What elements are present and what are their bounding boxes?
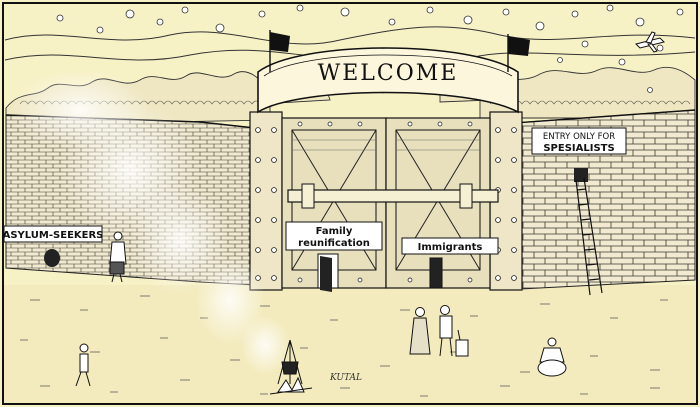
- campfire: [269, 339, 313, 395]
- asylum-sign: ASYLUM-SEEKERS: [3, 225, 104, 243]
- person-at-hole: [109, 231, 127, 283]
- immigrant-couple: [409, 305, 469, 357]
- immigrants-sign-text: Immigrants: [418, 242, 483, 253]
- asylum-sign-text: ASYLUM-SEEKERS: [3, 230, 104, 241]
- airplane-icon: [635, 31, 665, 53]
- campfire-smoke: [10, 70, 290, 375]
- left-flag-icon: [269, 30, 290, 72]
- family-door: [317, 253, 339, 292]
- walking-person: [75, 343, 91, 387]
- specialists-sign-line1: ENTRY ONLY FOR: [543, 132, 615, 142]
- welcome-arch: WELCOME: [257, 47, 519, 114]
- specialists-sign: ENTRY ONLY FOR SPESIALISTS: [531, 127, 627, 155]
- specialists-sign-line2: SPESIALISTS: [543, 143, 614, 154]
- welcome-banner-text: WELCOME: [318, 61, 459, 86]
- family-sign: Family reunification: [285, 221, 383, 251]
- sitting-person: [537, 337, 567, 377]
- right-flag-icon: [507, 34, 530, 72]
- gate-rivets: [297, 121, 473, 283]
- artist-signature: KUTAL: [329, 373, 362, 383]
- immigrants-sign: Immigrants: [401, 237, 499, 255]
- ladder: [575, 177, 603, 296]
- gate-crossbar: [287, 183, 499, 209]
- specialists-window: [574, 168, 588, 182]
- immigrants-door: [429, 257, 443, 289]
- ground-dashes: [20, 295, 668, 397]
- asylum-hole: [44, 249, 60, 267]
- ground: [4, 285, 696, 403]
- family-sign-line1: Family: [316, 226, 353, 237]
- family-sign-line2: reunification: [298, 238, 370, 249]
